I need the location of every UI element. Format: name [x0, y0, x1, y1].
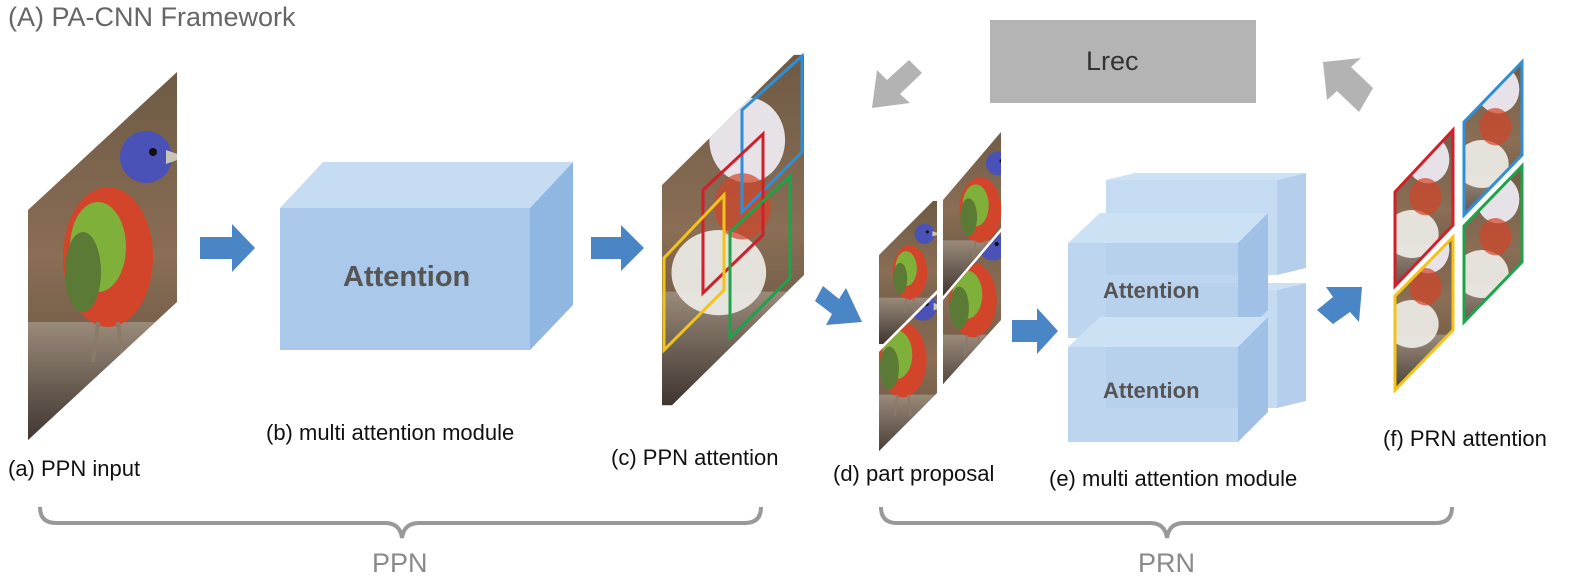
red-part-box: [701, 130, 765, 297]
arrow-a-to-b: [200, 224, 255, 272]
caption-b: (b) multi attention module: [266, 420, 515, 445]
green-part-box: [728, 172, 792, 342]
ppn-attention-image: [662, 52, 804, 406]
ppn-attention-cube: [280, 162, 573, 350]
prn-brace-label: PRN: [1138, 548, 1196, 578]
framework-title: (A) PA-CNN Framework: [8, 2, 296, 32]
caption-e: (e) multi attention module: [1049, 466, 1298, 491]
caption-d: (d) part proposal: [833, 461, 995, 486]
lrec-label: Lrec: [1086, 46, 1139, 76]
arrow-b-to-c: [591, 225, 644, 271]
prn-attention-images: [1393, 58, 1524, 394]
arrow-d-to-e: [1012, 308, 1058, 354]
blue-part-box: [740, 52, 804, 216]
part-proposal-images: [879, 132, 1001, 451]
caption-f: (f) PRN attention: [1383, 426, 1547, 451]
caption-c: (c) PPN attention: [611, 445, 779, 470]
lrec-box: [990, 20, 1256, 103]
gray-arrow-right: [1323, 58, 1373, 112]
arrow-e-to-f: [1317, 287, 1362, 324]
prn-brace: [879, 506, 1454, 539]
arrow-c-to-d: [815, 286, 862, 325]
prn-attention-cubes: [1068, 173, 1306, 442]
ppn-attention-label: Attention: [343, 261, 471, 293]
ppn-brace: [38, 506, 763, 539]
ppn-brace-label: PPN: [372, 548, 428, 578]
prn-attention-label-top: Attention: [1103, 278, 1200, 303]
gray-arrow-left: [872, 60, 922, 108]
prn-attention-label-bottom: Attention: [1103, 378, 1200, 403]
caption-a: (a) PPN input: [8, 456, 141, 481]
ppn-input-image: [28, 72, 177, 440]
yellow-part-box: [662, 191, 726, 354]
